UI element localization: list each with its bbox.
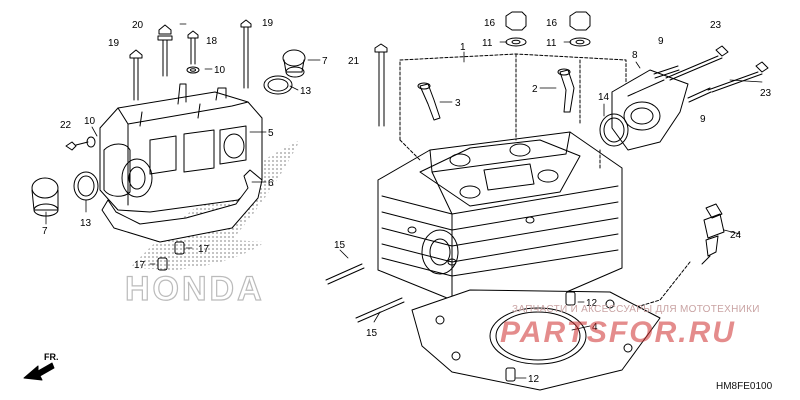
callout-12-top: 12 <box>586 298 598 309</box>
callout-14: 14 <box>598 92 610 103</box>
head-cover-gasket <box>101 169 263 243</box>
callout-9-top: 9 <box>658 36 664 47</box>
head-gasket <box>411 289 661 391</box>
callout-19-left: 19 <box>108 38 120 49</box>
callout-3: 3 <box>455 98 461 109</box>
callout-4: 4 <box>592 322 598 333</box>
intake-bolts <box>653 45 769 103</box>
callout-8: 8 <box>632 50 638 61</box>
callout-15-bottom: 15 <box>366 328 378 339</box>
valve-guides <box>417 68 575 121</box>
assembly-guide-lines <box>399 53 691 319</box>
honda-logo-text: HONDA <box>125 270 265 308</box>
callout-7-left: 7 <box>42 226 48 237</box>
front-direction-label: FR. <box>44 352 59 362</box>
callout-19-right: 19 <box>262 18 274 29</box>
callout-16-left: 16 <box>484 18 496 29</box>
callout-1: 1 <box>460 42 466 53</box>
front-direction-arrow <box>23 362 55 381</box>
callout-13-top: 13 <box>300 86 312 97</box>
callout-17-left: 17 <box>134 260 146 271</box>
cylinder-head <box>377 131 623 301</box>
callout-23-bottom: 23 <box>760 88 772 99</box>
callout-10-left: 10 <box>84 116 96 127</box>
dowel-pins-17 <box>157 241 185 271</box>
washers-and-bolt-22 <box>65 66 200 151</box>
filler-caps-and-o-rings <box>31 49 306 217</box>
callout-18: 18 <box>206 36 218 47</box>
cover-bolts <box>129 19 252 101</box>
spark-plug <box>701 203 725 265</box>
callout-10-top: 10 <box>214 65 226 76</box>
callout-23-top: 23 <box>710 20 722 31</box>
stud-bolt-21 <box>374 43 388 127</box>
callout-labels: 1 2 3 4 5 6 7 7 8 9 9 10 10 11 11 12 12 … <box>42 18 772 385</box>
callout-2: 2 <box>532 84 538 95</box>
figure-code: HM8FE0100 <box>716 381 773 392</box>
callout-12-bottom: 12 <box>528 374 540 385</box>
callout-21: 21 <box>348 56 360 67</box>
callout-11-left: 11 <box>482 38 493 49</box>
callout-9-bottom: 9 <box>700 114 706 125</box>
callout-24: 24 <box>730 230 742 241</box>
callout-7-top: 7 <box>322 56 328 67</box>
callout-6: 6 <box>268 178 274 189</box>
dowel-pins-12 <box>505 291 576 382</box>
watermark-brand: PARTSFOR.RU <box>500 316 736 349</box>
callout-22: 22 <box>60 120 72 131</box>
intake-pipe <box>599 69 689 151</box>
cylinder-head-cover <box>99 83 263 213</box>
callout-20: 20 <box>132 20 144 31</box>
callout-16-right: 16 <box>546 18 558 29</box>
callout-15-top: 15 <box>334 240 346 251</box>
callout-leader-lines <box>45 23 763 379</box>
callout-11-right: 11 <box>546 38 557 49</box>
callout-13-left: 13 <box>80 218 92 229</box>
callout-5: 5 <box>268 128 274 139</box>
studs-15 <box>325 263 405 323</box>
watermark-tagline: ЗАПЧАСТИ И АКСЕССУАРЫ ДЛЯ МОТОТЕХНИКИ <box>512 304 760 315</box>
callout-17-right: 17 <box>198 244 210 255</box>
